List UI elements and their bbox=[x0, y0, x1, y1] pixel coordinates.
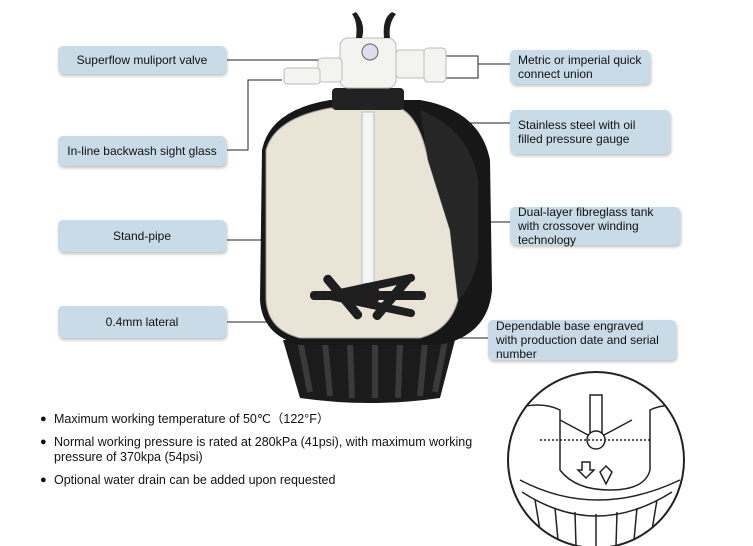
callout-lateral: 0.4mm lateral bbox=[58, 306, 226, 338]
stand-pipe bbox=[361, 111, 375, 291]
spec-text: Normal working pressure is rated at 280k… bbox=[54, 435, 473, 464]
spec-bullet: ● Normal working pressure is rated at 28… bbox=[40, 435, 500, 465]
bullet-dot-icon: ● bbox=[40, 436, 47, 448]
callout-stand-pipe: Stand-pipe bbox=[58, 220, 226, 252]
callout-union: Metric or imperial quick connect union bbox=[510, 50, 650, 84]
spec-bullet: ● Maximum working temperature of 50℃（122… bbox=[40, 412, 500, 427]
bullet-dot-icon: ● bbox=[40, 474, 47, 486]
laterals bbox=[310, 273, 426, 321]
spec-text: Maximum working temperature of 50℃（122°F… bbox=[54, 412, 330, 426]
callout-sight-glass: In-line backwash sight glass bbox=[58, 136, 226, 166]
callout-tank: Dual-layer fibreglass tank with crossove… bbox=[510, 205, 680, 247]
inset-drain-detail bbox=[507, 371, 685, 546]
callout-valve: Superflow muliport valve bbox=[58, 46, 226, 74]
bullet-dot-icon: ● bbox=[40, 413, 47, 425]
spec-text: Optional water drain can be added upon r… bbox=[54, 473, 336, 487]
callout-gauge: Stainless steel with oil filled pressure… bbox=[510, 110, 670, 154]
tank-base bbox=[283, 339, 455, 403]
multiport-valve bbox=[283, 12, 447, 110]
callout-base: Dependable base engraved with production… bbox=[488, 319, 676, 361]
spec-bullet: ● Optional water drain can be added upon… bbox=[40, 473, 500, 488]
spec-bullets: ● Maximum working temperature of 50℃（122… bbox=[40, 412, 500, 496]
